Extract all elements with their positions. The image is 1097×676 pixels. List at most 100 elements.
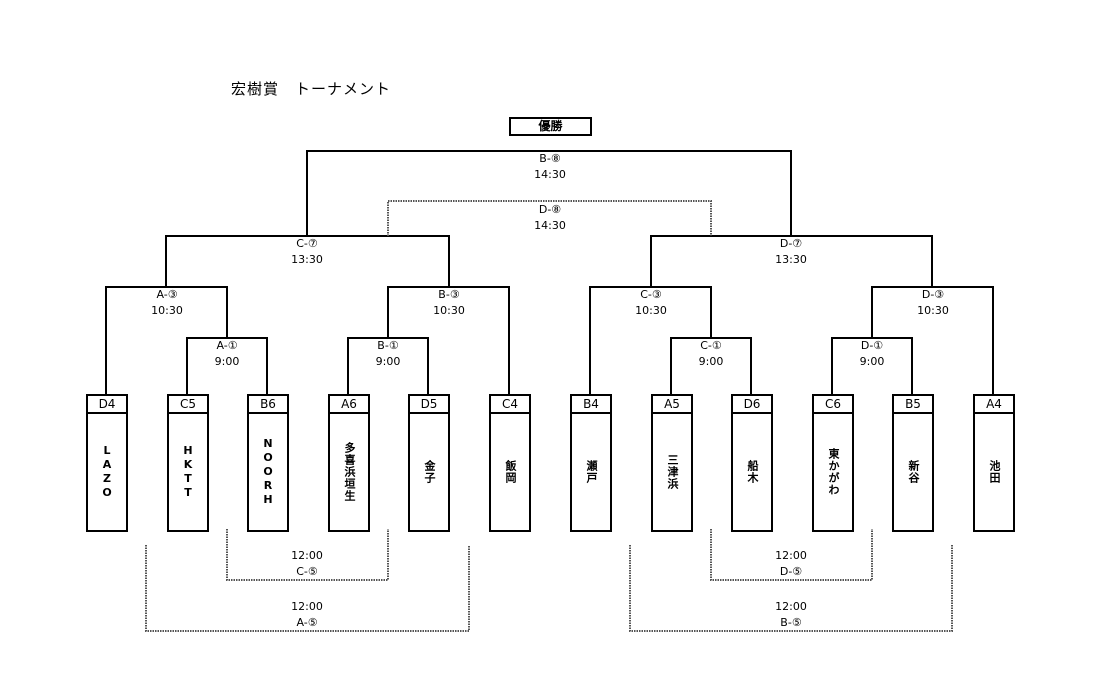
match-time: 12:00 — [775, 600, 807, 613]
match-c5: 12:00 C-⑤ — [247, 548, 367, 580]
match-code: B-⑧ — [539, 152, 561, 165]
a3-line — [105, 286, 228, 394]
team-name: 金子 — [423, 460, 436, 484]
match-b3: B-③ 10:30 — [389, 287, 509, 319]
b5-line — [629, 545, 953, 632]
third-place-line — [387, 200, 712, 236]
match-code: B-① — [377, 339, 399, 352]
final-line — [306, 150, 792, 236]
c3-line — [589, 286, 712, 394]
match-code: D-③ — [921, 288, 945, 301]
match-time: 12:00 — [291, 549, 323, 562]
match-c3: C-③ 10:30 — [591, 287, 711, 319]
team-seed: B6 — [249, 396, 287, 414]
match-code: A-③ — [156, 288, 178, 301]
team-box: C4 飯岡 — [489, 394, 531, 532]
match-b5: 12:00 B-⑤ — [731, 599, 851, 631]
semi-right-line — [650, 235, 933, 287]
team-name: 瀬戸 — [585, 460, 598, 484]
semi-left-line — [165, 235, 450, 287]
match-time: 13:30 — [775, 253, 807, 266]
team-box: D4 LAZO — [86, 394, 128, 532]
match-code: B-③ — [438, 288, 460, 301]
team-box: B6 NOORH — [247, 394, 289, 532]
d1-line — [831, 337, 913, 394]
team-box: D6 船木 — [731, 394, 773, 532]
match-time: 9:00 — [214, 355, 240, 368]
c1-line — [670, 337, 752, 394]
team-box: C6 東かがわ — [812, 394, 854, 532]
match-code: D-⑧ — [538, 203, 562, 216]
match-code: C-① — [700, 339, 722, 352]
match-semi-left: C-⑦ 13:30 — [247, 236, 367, 268]
team-box: A4 池田 — [973, 394, 1015, 532]
b3-line — [387, 286, 510, 394]
match-code: A-① — [216, 339, 238, 352]
team-seed: B4 — [572, 396, 610, 414]
match-a3: A-③ 10:30 — [107, 287, 227, 319]
match-third-place: D-⑧ 14:30 — [490, 202, 610, 234]
match-a1: A-① 9:00 — [167, 338, 287, 370]
match-d5: 12:00 D-⑤ — [731, 548, 851, 580]
team-name: 池田 — [988, 460, 1001, 484]
team-box: B4 瀬戸 — [570, 394, 612, 532]
match-time: 9:00 — [698, 355, 724, 368]
match-time: 9:00 — [375, 355, 401, 368]
team-box: D5 金子 — [408, 394, 450, 532]
a5-line — [145, 545, 470, 632]
match-time: 10:30 — [917, 304, 949, 317]
team-box: B5 新谷 — [892, 394, 934, 532]
match-code: D-⑤ — [779, 565, 803, 578]
match-semi-right: D-⑦ 13:30 — [731, 236, 851, 268]
team-seed: B5 — [894, 396, 932, 414]
team-seed: A4 — [975, 396, 1013, 414]
team-name: HKTT — [181, 444, 195, 500]
match-d3: D-③ 10:30 — [873, 287, 993, 319]
team-name: NOORH — [261, 437, 275, 507]
match-time: 10:30 — [433, 304, 465, 317]
match-time: 14:30 — [534, 168, 566, 181]
team-name: 新谷 — [907, 460, 920, 484]
match-time: 10:30 — [151, 304, 183, 317]
team-seed: D6 — [733, 396, 771, 414]
match-code: C-③ — [640, 288, 662, 301]
team-seed: A6 — [330, 396, 368, 414]
b1-line — [347, 337, 429, 394]
match-time: 13:30 — [291, 253, 323, 266]
match-time: 10:30 — [635, 304, 667, 317]
team-box: A5 三津浜 — [651, 394, 693, 532]
match-time: 14:30 — [534, 219, 566, 232]
match-a5: 12:00 A-⑤ — [247, 599, 367, 631]
match-time: 12:00 — [291, 600, 323, 613]
match-code: D-⑦ — [779, 237, 803, 250]
match-time: 9:00 — [859, 355, 885, 368]
team-seed: D4 — [88, 396, 126, 414]
champion-box: 優勝 — [509, 117, 592, 136]
match-d1: D-① 9:00 — [812, 338, 932, 370]
match-code: C-⑤ — [296, 565, 318, 578]
team-seed: A5 — [653, 396, 691, 414]
match-final: B-⑧ 14:30 — [490, 151, 610, 183]
team-seed: D5 — [410, 396, 448, 414]
team-seed: C4 — [491, 396, 529, 414]
a1-line — [186, 337, 268, 394]
team-seed: C5 — [169, 396, 207, 414]
team-name: LAZO — [100, 444, 114, 500]
team-name: 多喜浜垣生 — [343, 442, 356, 502]
team-name: 東かがわ — [827, 448, 840, 496]
team-name: 飯岡 — [504, 460, 517, 484]
match-code: B-⑤ — [780, 616, 802, 629]
match-c1: C-① 9:00 — [651, 338, 771, 370]
team-box: A6 多喜浜垣生 — [328, 394, 370, 532]
match-time: 12:00 — [775, 549, 807, 562]
match-code: C-⑦ — [296, 237, 318, 250]
d3-line — [871, 286, 994, 394]
team-seed: C6 — [814, 396, 852, 414]
d5-line — [710, 529, 873, 581]
team-name: 船木 — [746, 460, 759, 484]
match-code: A-⑤ — [296, 616, 318, 629]
team-box: C5 HKTT — [167, 394, 209, 532]
match-code: D-① — [860, 339, 884, 352]
match-b1: B-① 9:00 — [328, 338, 448, 370]
